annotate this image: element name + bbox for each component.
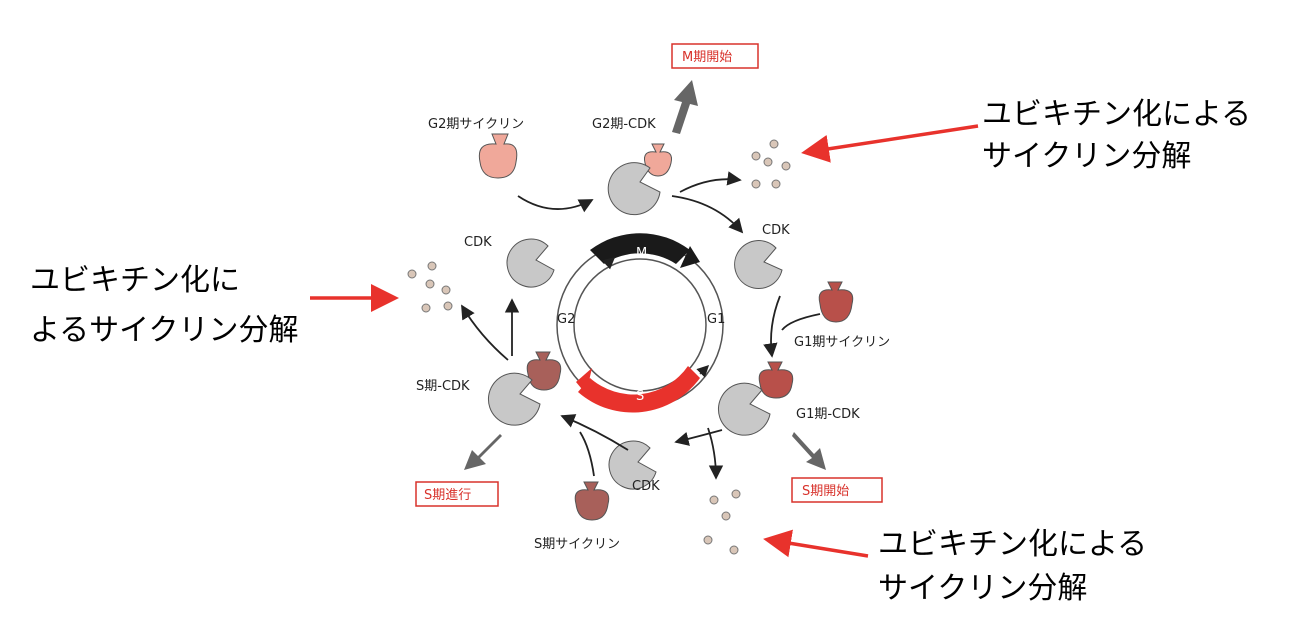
s-cyclin bbox=[574, 481, 610, 521]
g1-cyclin bbox=[818, 281, 854, 323]
phase-s-label: S bbox=[636, 389, 644, 404]
s-cyclin-label: S期サイクリン bbox=[534, 537, 620, 552]
s-progress-label: S期進行 bbox=[424, 488, 471, 503]
s-start-arrow bbox=[792, 432, 826, 470]
g1-cyclin-label: G1期サイクリン bbox=[794, 335, 890, 350]
degraded-dots-bottom bbox=[703, 489, 741, 555]
annotation-bottom-line2: サイクリン分解 bbox=[878, 571, 1087, 606]
cdk-bottom bbox=[608, 440, 657, 490]
cdk-top-right-label: CDK bbox=[762, 223, 790, 238]
g2-cdk-label: G2期-CDK bbox=[592, 117, 656, 132]
cycle-ring bbox=[556, 233, 724, 413]
annotation-top-line1: ユビキチン化による bbox=[982, 97, 1251, 132]
g2-cyclin-label: G2期サイクリン bbox=[428, 117, 524, 132]
s-cdk-label: S期-CDK bbox=[416, 379, 470, 394]
m-start-label: M期開始 bbox=[682, 50, 732, 65]
annotation-top-line2: サイクリン分解 bbox=[982, 139, 1191, 174]
annotation-arrow-bottom bbox=[763, 529, 869, 558]
s-start-label: S期開始 bbox=[802, 484, 849, 499]
s-progress-box bbox=[415, 481, 499, 507]
annotation-bottom-line1: ユビキチン化による bbox=[878, 527, 1147, 562]
cdk-left-label: CDK bbox=[464, 235, 492, 250]
phase-m-label: M bbox=[636, 246, 647, 261]
degraded-dots-left bbox=[407, 261, 453, 313]
g1-cdk-complex bbox=[718, 361, 794, 436]
annotation-arrow-top bbox=[801, 124, 979, 163]
g2-cyclin bbox=[478, 133, 518, 179]
annotation-left-line2: よるサイクリン分解 bbox=[30, 313, 299, 348]
s-progress-arrow bbox=[464, 434, 502, 470]
annotation-left-line1: ユビキチン化に bbox=[30, 263, 240, 298]
s-cdk-complex bbox=[488, 351, 562, 426]
phase-g1-label: G1 bbox=[707, 312, 725, 327]
cdk-left bbox=[506, 238, 555, 288]
cdk-bottom-label: CDK bbox=[632, 479, 660, 494]
g1-cdk-label: G1期-CDK bbox=[796, 407, 860, 422]
s-start-box bbox=[791, 477, 883, 503]
degraded-dots-top bbox=[751, 139, 791, 189]
g2-cdk-complex bbox=[607, 143, 672, 216]
phase-g2-label: G2 bbox=[557, 312, 575, 327]
m-start-arrow bbox=[672, 80, 698, 134]
s-phase-arc bbox=[578, 366, 700, 413]
cdk-top-right bbox=[734, 240, 783, 290]
m-phase-arc bbox=[590, 233, 690, 264]
m-start-box bbox=[671, 43, 759, 69]
